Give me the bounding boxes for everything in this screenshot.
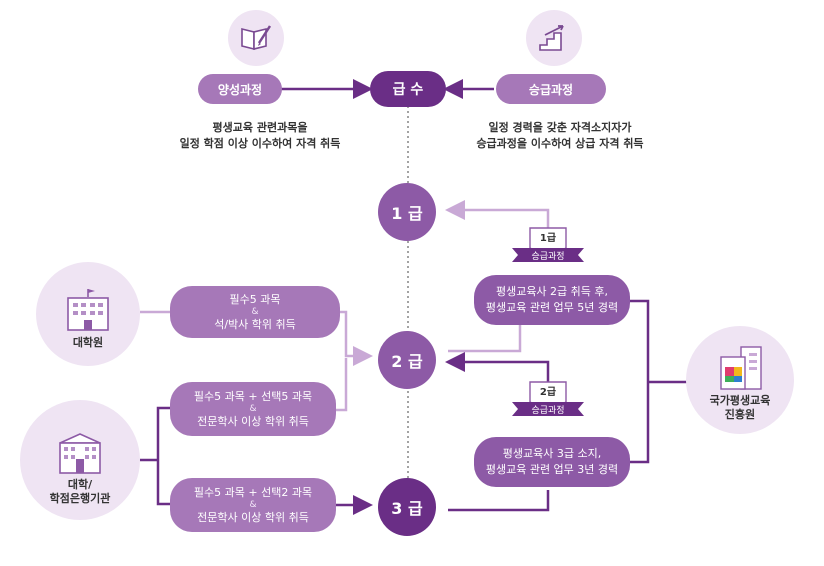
book-pencil-icon (228, 10, 284, 66)
req-graduate-line1: 필수5 과목 (229, 293, 281, 306)
req-grade2-line1: 필수5 과목 + 선택5 과목 (193, 390, 313, 403)
graduate-school-label: 대학원 (72, 336, 104, 349)
grade-1-circle: 1 급 (378, 183, 436, 241)
grade-2-circle: 2 급 (378, 331, 436, 389)
nile-label-line2: 진흥원 (724, 408, 756, 421)
line-g3-to-promo2 (448, 490, 550, 512)
promotion-course-desc: 일정 경력을 갖춘 자격소지자가 승급과정을 이수하여 상급 자격 취득 (448, 120, 672, 152)
promotion-course-desc-line1: 일정 경력을 갖춘 자격소지자가 (488, 121, 632, 134)
training-course-desc-line1: 평생교육 관련과목을 (212, 121, 308, 134)
req-grade2-amp: & (249, 404, 257, 414)
nile-label-line1: 국가평생교육 (709, 394, 771, 407)
promotion-badge-1-ribbon: 승급과정 (531, 251, 564, 262)
requirement-box-grade3: 필수5 과목 + 선택2 과목 & 전문학사 이상 학위 취득 (170, 478, 336, 532)
office-building-icon (720, 346, 762, 390)
promotion-box-2: 평생교육사 3급 소지, 평생교육 관련 업무 3년 경력 (474, 437, 630, 487)
promotion-badge-2: 2급 승급과정 (512, 381, 584, 416)
building-icon (67, 289, 109, 331)
grade-header: 급 수 (370, 71, 446, 107)
training-course-label: 양성과정 (198, 74, 282, 104)
nile-bracket (630, 299, 650, 464)
university-label: 대학/ 학점은행기관 (50, 478, 111, 506)
requirement-box-graduate: 필수5 과목 & 석/박사 학위 취득 (170, 286, 340, 338)
req-grade3-amp: & (249, 500, 257, 510)
req-graduate-line2: 석/박사 학위 취득 (214, 318, 296, 331)
promotion-badge-2-ribbon: 승급과정 (531, 405, 564, 416)
line-univ-to-g2 (336, 358, 348, 412)
req-grade3-line1: 필수5 과목 + 선택2 과목 (193, 486, 313, 499)
university-label-line1: 대학/ (67, 478, 93, 491)
university-building-icon (59, 433, 101, 474)
promotion-badge-1-grade: 1급 (540, 232, 556, 244)
promotion-course-desc-line2: 승급과정을 이수하여 상급 자격 취득 (476, 137, 644, 150)
university-label-line2: 학점은행기관 (49, 492, 111, 505)
training-course-desc-line2: 일정 학점 이상 이수하여 자격 취득 (179, 137, 341, 150)
promo1-line2: 평생교육 관련 업무 5년 경력 (485, 301, 619, 314)
promotion-box-1: 평생교육사 2급 취득 후, 평생교육 관련 업무 5년 경력 (474, 275, 630, 325)
req-grade2-line2: 전문학사 이상 학위 취득 (197, 415, 309, 428)
promotion-course-label: 승급과정 (496, 74, 606, 104)
nile-label: 국가평생교육 진흥원 (710, 394, 771, 422)
req-grade3-line2: 전문학사 이상 학위 취득 (197, 511, 309, 524)
req-graduate-amp: & (251, 307, 259, 317)
promo2-line2: 평생교육 관련 업무 3년 경력 (485, 463, 619, 476)
graduate-school-node: 대학원 (36, 262, 140, 366)
promotion-badge-1: 1급 승급과정 (512, 227, 584, 262)
promo2-line1: 평생교육사 3급 소지, (502, 447, 602, 460)
line-grad-to-g2 (340, 310, 373, 366)
stairs-arrow-icon (526, 10, 582, 66)
promo1-line1: 평생교육사 2급 취득 후, (495, 285, 609, 298)
univ-bracket (156, 406, 172, 506)
promotion-badge-2-grade: 2급 (540, 386, 556, 398)
grade-3-circle: 3 급 (378, 478, 436, 536)
training-course-desc: 평생교육 관련과목을 일정 학점 이상 이수하여 자격 취득 (158, 120, 362, 152)
university-node: 대학/ 학점은행기관 (20, 400, 140, 520)
nile-node: 국가평생교육 진흥원 (686, 326, 794, 434)
requirement-box-grade2: 필수5 과목 + 선택5 과목 & 전문학사 이상 학위 취득 (170, 382, 336, 436)
